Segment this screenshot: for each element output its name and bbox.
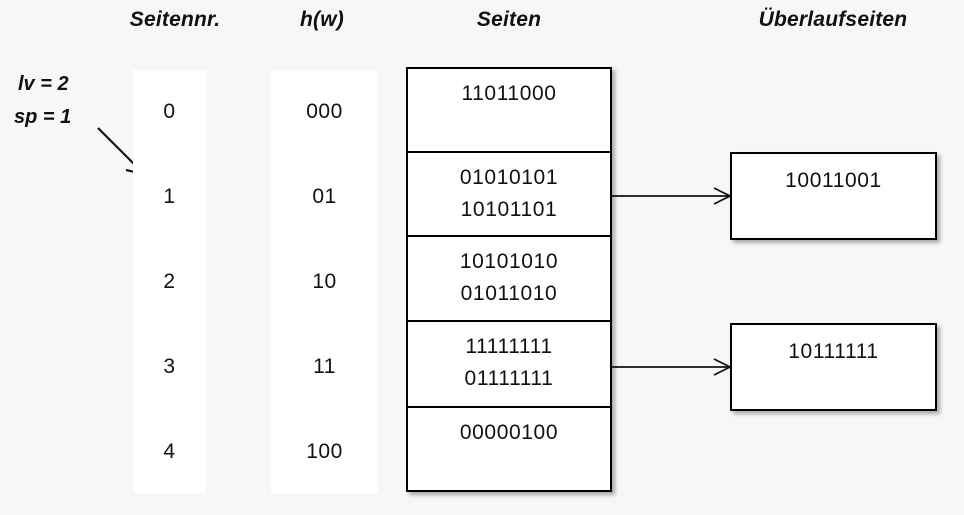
seiten-entry-1-1: 10101101 <box>460 198 558 221</box>
seiten-row: 00000100 <box>408 408 610 490</box>
hw-cell-1: 01 <box>312 185 337 208</box>
seiten-entry-3-1: 01111111 <box>464 367 554 390</box>
seitennr-cell-3: 3 <box>163 355 176 378</box>
column-header-ueberlaufseiten: Überlaufseiten <box>758 8 908 31</box>
hw-cell-3: 11 <box>313 355 336 378</box>
overflow-entry-1-0: 10111111 <box>788 340 879 363</box>
seitennr-cell-2: 2 <box>163 270 176 293</box>
hw-cell-0: 000 <box>306 100 343 123</box>
param-lv-label: lv = 2 <box>18 73 69 95</box>
seiten-entry-2-1: 01011010 <box>460 282 558 305</box>
hw-cell-4: 100 <box>306 440 343 463</box>
seiten-entry-2-0: 10101010 <box>459 250 559 273</box>
overflow-box-0: 10011001 <box>730 152 937 240</box>
seiten-entry-3-0: 11111111 <box>465 335 553 358</box>
seiten-table: 11011000 01010101 10101101 10101010 01011010… <box>406 67 612 492</box>
overflow-box-1: 10111111 <box>730 323 937 411</box>
column-hw: 000 01 10 11 100 <box>271 70 378 493</box>
param-sp-label: sp = 1 <box>14 106 72 128</box>
right-arrow-icon <box>612 358 733 376</box>
column-header-seitennr: Seitennr. <box>129 8 221 31</box>
seitennr-cell-4: 4 <box>163 440 176 463</box>
seiten-row: 11111111 01111111 <box>408 322 610 408</box>
seiten-row: 11011000 <box>408 69 610 153</box>
column-seitennr: 0 1 2 3 4 <box>133 70 206 493</box>
overflow-entry-0-0: 10011001 <box>785 169 882 192</box>
right-arrow-icon <box>612 187 733 205</box>
hw-cell-2: 10 <box>312 270 337 293</box>
seiten-entry-1-0: 01010101 <box>459 166 559 189</box>
seiten-row: 01010101 10101101 <box>408 153 610 237</box>
seitennr-cell-0: 0 <box>163 100 176 123</box>
column-header-hw: h(w) <box>300 8 344 31</box>
seiten-row: 10101010 01011010 <box>408 237 610 322</box>
seiten-entry-0-0: 11011000 <box>461 82 557 105</box>
seiten-entry-4-0: 00000100 <box>459 421 559 444</box>
seitennr-cell-1: 1 <box>163 185 176 208</box>
column-header-seiten: Seiten <box>476 8 542 31</box>
